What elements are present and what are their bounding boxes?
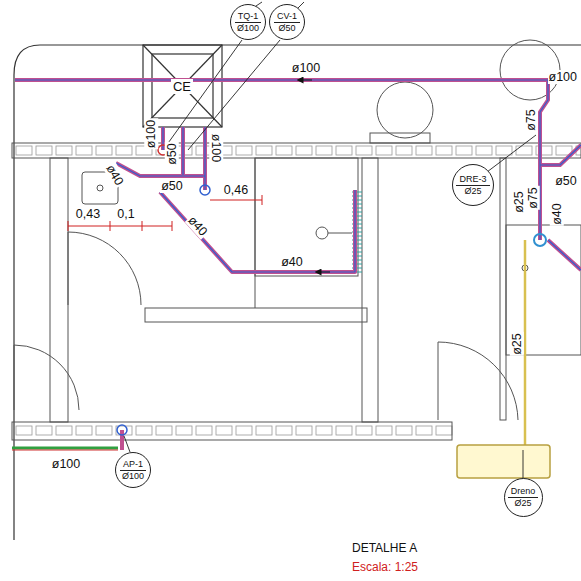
wall-block [356, 426, 372, 435]
wall-blocks [16, 146, 581, 435]
pipe-diameter: ø75 [526, 186, 540, 210]
wall-block [316, 146, 332, 155]
pipe-diameter: ø50 [165, 142, 179, 166]
wall-block [296, 426, 312, 435]
dimension: 0,46 [223, 183, 249, 197]
wall-block [276, 146, 292, 155]
pipe-tag: AP-1Ø100 [115, 452, 151, 488]
fixtures [82, 40, 581, 355]
pipe-diameter: ø40 [550, 202, 564, 226]
wall-block [16, 146, 32, 155]
pipe-tag: TQ-1Ø100 [230, 4, 266, 40]
pipe-tag: DrenoØ25 [504, 478, 543, 517]
wall-block [416, 146, 432, 155]
wall-block [376, 426, 392, 435]
tag-code: DRE-3 [456, 174, 489, 186]
wall-block [16, 426, 32, 435]
wall-block [56, 146, 72, 155]
wall-block [436, 146, 452, 155]
leader-lines [124, 2, 536, 479]
pipe-diameter: ø40 [280, 255, 304, 269]
wall-block [36, 426, 52, 435]
tag-diameter: Ø100 [122, 471, 144, 482]
wall-block [196, 426, 212, 435]
door-swings [14, 232, 518, 420]
dimension-lines [68, 195, 262, 231]
wall-block [456, 146, 472, 155]
pipe-diameter: ø100 [51, 457, 82, 471]
wall-block [56, 426, 72, 435]
wall-block [376, 146, 392, 155]
wall-block [496, 146, 512, 155]
wall-block [476, 146, 492, 155]
wall-block [116, 146, 132, 155]
pipe-tag: DRE-3Ø25 [452, 164, 494, 206]
pipe-diameter: ø100 [291, 61, 322, 75]
wall-block [156, 426, 172, 435]
tag-diameter: Ø50 [278, 23, 295, 34]
pipe-diameter: ø50 [554, 174, 578, 188]
wall-block [236, 146, 252, 155]
dimension: 0,1 [116, 207, 135, 221]
pipe-diameter: ø100 [209, 133, 223, 164]
pipe-diameter: ø25 [512, 190, 526, 214]
wall-block [256, 426, 272, 435]
wall-block [416, 426, 432, 435]
pipe-diameter: ø40 [103, 161, 127, 188]
wall-block [436, 426, 452, 435]
tag-code: AP-1 [120, 459, 146, 471]
tag-diameter: Ø25 [464, 186, 481, 197]
flow-arrows [300, 80, 560, 272]
outer-wall [14, 45, 581, 540]
wall-block [396, 146, 412, 155]
tag-diameter: Ø25 [514, 498, 531, 509]
wall-block [76, 146, 92, 155]
wall-block [176, 426, 192, 435]
wall-block [236, 426, 252, 435]
pipe-tag: CV-1Ø50 [269, 4, 305, 40]
walls [12, 133, 581, 440]
pipe-diameter: ø50 [160, 179, 184, 193]
wall-block [36, 146, 52, 155]
wall-block [136, 426, 152, 435]
wall-block [396, 426, 412, 435]
inspection-box-label: CE [143, 45, 222, 127]
wall-block [296, 146, 312, 155]
tag-code: Dreno [508, 486, 539, 498]
tag-code: TQ-1 [235, 11, 262, 23]
drain-trough [457, 445, 550, 478]
wall-block [256, 146, 272, 155]
pipes [12, 80, 581, 450]
tag-code: CE [171, 79, 193, 94]
pipe-diameter: ø100 [548, 70, 579, 84]
wall-block [96, 146, 112, 155]
tag-code: CV-1 [274, 11, 300, 23]
wall-block [96, 426, 112, 435]
wall-block [336, 426, 352, 435]
dimension: 0,43 [75, 207, 101, 221]
wall-block [316, 426, 332, 435]
wall-block [336, 146, 352, 155]
wall-block [216, 426, 232, 435]
wall-block [276, 426, 292, 435]
detail-title: DETALHE A [352, 541, 417, 555]
pipe-diameter: ø100 [144, 119, 158, 150]
pipe-diameter: ø25 [510, 332, 524, 356]
pipe-diameter: ø40 [185, 213, 211, 240]
pipe-diameter: ø75 [524, 108, 538, 132]
tag-diameter: Ø100 [237, 23, 259, 34]
scale-note: Escala: 1:25 [352, 560, 418, 574]
wall-block [516, 146, 532, 155]
inspection-box [143, 45, 222, 127]
wall-block [356, 146, 372, 155]
wall-block [76, 426, 92, 435]
